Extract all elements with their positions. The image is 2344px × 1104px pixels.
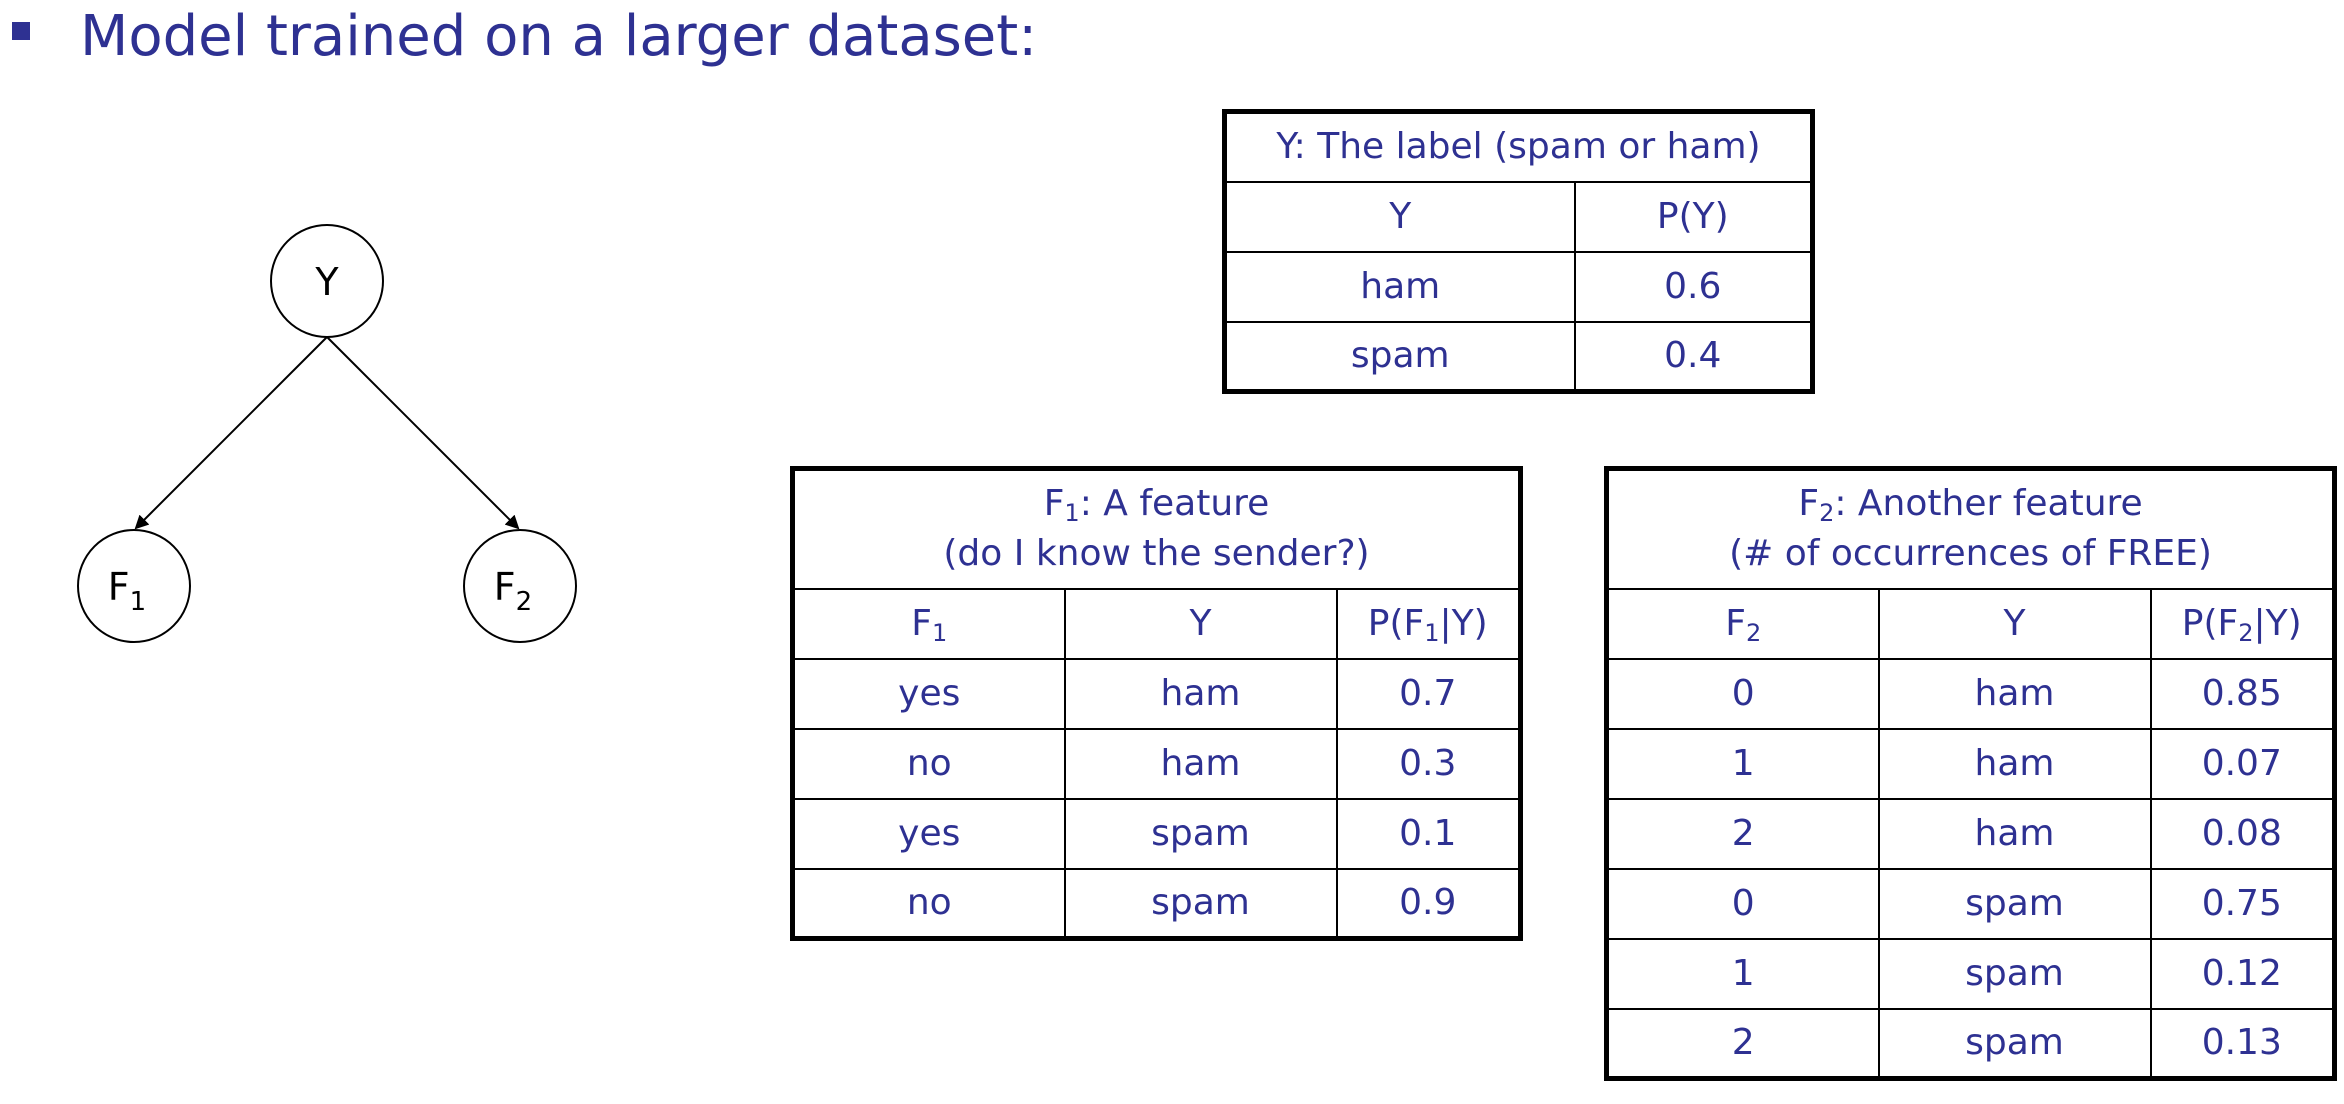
table-cell: yes xyxy=(791,797,1066,870)
table-row: 1 spam 0.12 xyxy=(1605,937,2336,1010)
table-row: 0 spam 0.75 xyxy=(1605,867,2336,940)
table-cell: no xyxy=(791,727,1066,800)
table-f1-title: F1: A feature (do I know the sender?) xyxy=(791,467,1522,590)
node-y[interactable]: Y xyxy=(270,224,384,338)
table-cell: spam xyxy=(1063,797,1338,870)
table-row: yes ham 0.7 xyxy=(791,657,1522,730)
table-row: no ham 0.3 xyxy=(791,727,1522,800)
cpt-table-f2: F2: Another feature (# of occurrences of… xyxy=(1604,466,2338,1081)
table-row: 2 spam 0.13 xyxy=(1605,1007,2336,1080)
table-cell: ham xyxy=(1877,727,2152,800)
bayes-net-diagram: Y F1 F2 xyxy=(77,224,577,643)
table-row: spam 0.4 xyxy=(1223,320,1814,393)
table-cell: 1 xyxy=(1605,727,1880,800)
table-f1-header-y: Y xyxy=(1063,587,1338,660)
table-cell: ham xyxy=(1877,797,2152,870)
table-cell: ham xyxy=(1223,250,1576,323)
svg-text:F2: F2 xyxy=(494,565,532,617)
table-row: ham 0.6 xyxy=(1223,250,1814,323)
node-f1-sub: 1 xyxy=(130,587,147,617)
table-cell: 0.07 xyxy=(2149,727,2336,800)
table-row: 2 ham 0.08 xyxy=(1605,797,2336,870)
node-y-label: Y xyxy=(314,260,339,304)
table-cell: spam xyxy=(1063,867,1338,940)
table-cell: 0.6 xyxy=(1573,250,1814,323)
table-cell: no xyxy=(791,867,1066,940)
table-cell: 0.13 xyxy=(2149,1007,2336,1080)
table-row: yes spam 0.1 xyxy=(791,797,1522,870)
edge-y-to-f1 xyxy=(134,336,328,530)
table-cell: ham xyxy=(1063,657,1338,730)
table-y-title: Y: The label (spam or ham) xyxy=(1223,110,1814,183)
edge-y-to-f2 xyxy=(326,336,520,530)
table-f2-header-y: Y xyxy=(1877,587,2152,660)
table-cell: 0.12 xyxy=(2149,937,2336,1010)
table-cell: ham xyxy=(1877,657,2152,730)
table-cell: 0.7 xyxy=(1335,657,1522,730)
node-f2-sub: 2 xyxy=(516,587,533,617)
table-cell: 0 xyxy=(1605,657,1880,730)
table-cell: spam xyxy=(1877,867,2152,940)
table-cell: spam xyxy=(1223,320,1576,393)
table-f1-header-f: F1 xyxy=(791,587,1066,660)
node-f2-label: F xyxy=(494,565,516,609)
svg-text:F1: F1 xyxy=(108,565,146,617)
table-cell: 0.1 xyxy=(1335,797,1522,870)
table-cell: 1 xyxy=(1605,937,1880,1010)
table-cell: 2 xyxy=(1605,1007,1880,1080)
node-f1[interactable]: F1 xyxy=(77,529,191,643)
table-cell: 2 xyxy=(1605,797,1880,870)
table-f2-title: F2: Another feature (# of occurrences of… xyxy=(1605,467,2336,590)
table-cell: 0 xyxy=(1605,867,1880,940)
table-cell: ham xyxy=(1063,727,1338,800)
table-cell: yes xyxy=(791,657,1066,730)
node-f1-label: F xyxy=(108,565,130,609)
table-cell: 0.3 xyxy=(1335,727,1522,800)
table-cell: 0.4 xyxy=(1573,320,1814,393)
table-f2-header-f: F2 xyxy=(1605,587,1880,660)
bullet-marker xyxy=(12,22,30,40)
table-row: 0 ham 0.85 xyxy=(1605,657,2336,730)
cpt-table-y: Y: The label (spam or ham) Y P(Y) ham 0.… xyxy=(1222,109,1816,394)
table-f2-header-p: P(F2|Y) xyxy=(2149,587,2336,660)
node-f2[interactable]: F2 xyxy=(463,529,577,643)
table-cell: 0.08 xyxy=(2149,797,2336,870)
slide-heading: Model trained on a larger dataset: xyxy=(80,4,1038,69)
table-cell: 0.85 xyxy=(2149,657,2336,730)
table-cell: 0.9 xyxy=(1335,867,1522,940)
table-row: 1 ham 0.07 xyxy=(1605,727,2336,800)
table-row: no spam 0.9 xyxy=(791,867,1522,940)
cpt-table-f1: F1: A feature (do I know the sender?) F1… xyxy=(790,466,1523,941)
table-cell: 0.75 xyxy=(2149,867,2336,940)
table-f1-header-p: P(F1|Y) xyxy=(1335,587,1522,660)
table-cell: spam xyxy=(1877,1007,2152,1080)
table-y-header-p: P(Y) xyxy=(1573,180,1814,253)
table-cell: spam xyxy=(1877,937,2152,1010)
table-y-header-y: Y xyxy=(1223,180,1576,253)
